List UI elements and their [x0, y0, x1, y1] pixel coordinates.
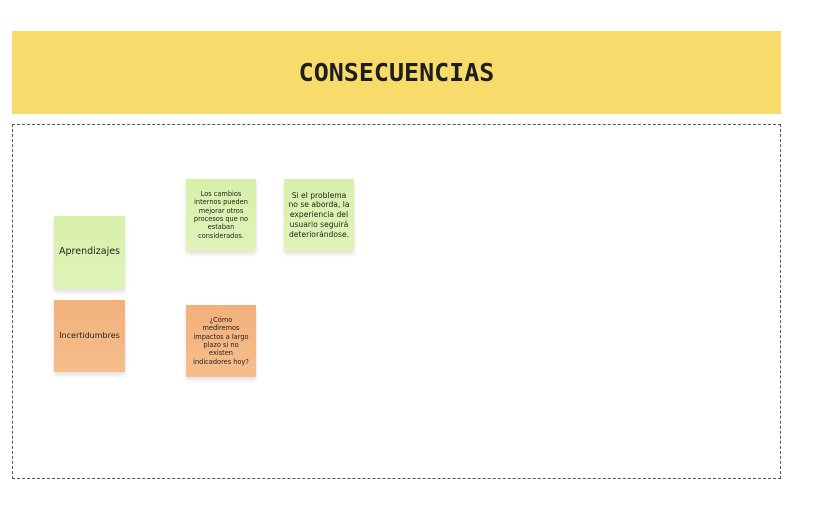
sticky-note-text: Los cambios internos pueden mejorar otro… — [193, 189, 249, 240]
sticky-note-text: ¿Cómo mediremos impactos a largo plazo s… — [193, 315, 249, 366]
section-header-banner: CONSECUENCIAS — [12, 31, 781, 114]
sticky-note-text: Incertidumbres — [59, 330, 120, 340]
sticky-note[interactable]: ¿Cómo mediremos impactos a largo plazo s… — [186, 305, 256, 377]
section-title: CONSECUENCIAS — [298, 58, 495, 87]
sticky-note-row-label-aprendizajes[interactable]: Aprendizajes — [54, 216, 125, 289]
sticky-note-text: Si el problema no se aborda, la experien… — [288, 190, 350, 239]
sticky-note[interactable]: Los cambios internos pueden mejorar otro… — [186, 179, 256, 251]
sticky-note-row-label-incertidumbres[interactable]: Incertidumbres — [54, 300, 125, 372]
sticky-note[interactable]: Si el problema no se aborda, la experien… — [284, 179, 354, 251]
section-frame — [12, 124, 781, 479]
sticky-note-text: Aprendizajes — [59, 246, 121, 258]
